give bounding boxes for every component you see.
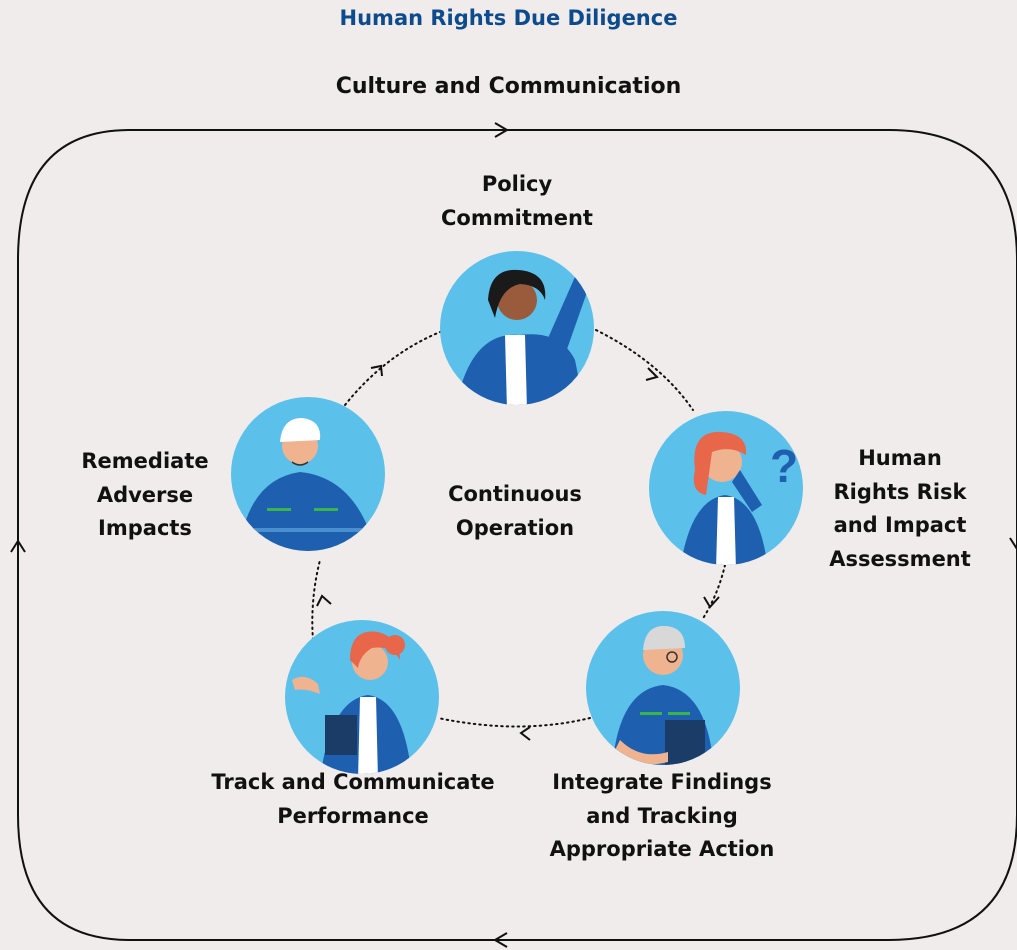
diagram-title: Human Rights Due Diligence <box>339 6 678 30</box>
outer-arrow-left <box>10 539 26 553</box>
step-label-line: Performance <box>277 803 429 828</box>
illustration-worker-clipboard <box>586 611 740 765</box>
center-label-line: Operation <box>455 515 575 540</box>
connector-policy-to-assessment <box>595 329 694 411</box>
step-label-risk-assessment: Human Rights Risk and Impact Assessment <box>815 442 985 576</box>
step-label-line: Policy <box>481 172 553 196</box>
step-label-line: Track and Communicate <box>211 770 495 794</box>
step-label-line: Assessment <box>829 546 971 571</box>
step-label-line: and Tracking <box>586 803 738 828</box>
svg-text:?: ? <box>770 440 798 492</box>
connector-remediate-to-policy <box>344 331 441 406</box>
outer-arrow-top <box>494 122 509 138</box>
connector-track-to-remediate <box>311 559 321 641</box>
illustration-woman-thinking: ? <box>649 411 803 565</box>
outer-cycle-label: Culture and Communication <box>335 74 682 99</box>
step-label-line: Rights Risk <box>833 479 967 504</box>
outer-arrow-right <box>1009 537 1017 550</box>
step-label-integrate-findings: Integrate Findings and Tracking Appropri… <box>527 766 797 867</box>
inner-arrow-3 <box>519 726 531 741</box>
illustration-woman-raising-arm <box>440 251 594 405</box>
step-label-line: Adverse <box>96 482 194 507</box>
illustration-worker-hardhat <box>231 397 385 551</box>
inner-arrow-1 <box>645 367 659 381</box>
step-label-line: Appropriate Action <box>549 837 775 862</box>
step-label-line: Commitment <box>441 205 593 230</box>
inner-arrow-4 <box>316 594 332 607</box>
step-label-line: and Impact <box>833 513 967 538</box>
step-label-remediate: Remediate Adverse Impacts <box>60 445 230 546</box>
inner-arrow-2 <box>703 596 720 609</box>
step-label-line: Human <box>858 446 942 470</box>
step-label-policy-commitment: Policy Commitment <box>407 168 627 235</box>
center-label-line: Continuous <box>448 482 582 506</box>
step-label-line: Impacts <box>98 516 192 541</box>
connector-integrate-to-track <box>437 717 591 728</box>
step-label-track-communicate: Track and Communicate Performance <box>188 766 518 833</box>
outer-cycle-loop <box>17 129 1017 941</box>
illustration-woman-presenting <box>285 620 439 774</box>
step-label-line: Remediate <box>81 449 209 473</box>
center-label: Continuous Operation <box>415 478 615 545</box>
outer-arrow-bottom <box>493 932 508 948</box>
connector-assessment-to-integrate <box>701 564 726 621</box>
inner-arrow-5 <box>370 364 383 377</box>
step-label-line: Integrate Findings <box>552 770 772 794</box>
